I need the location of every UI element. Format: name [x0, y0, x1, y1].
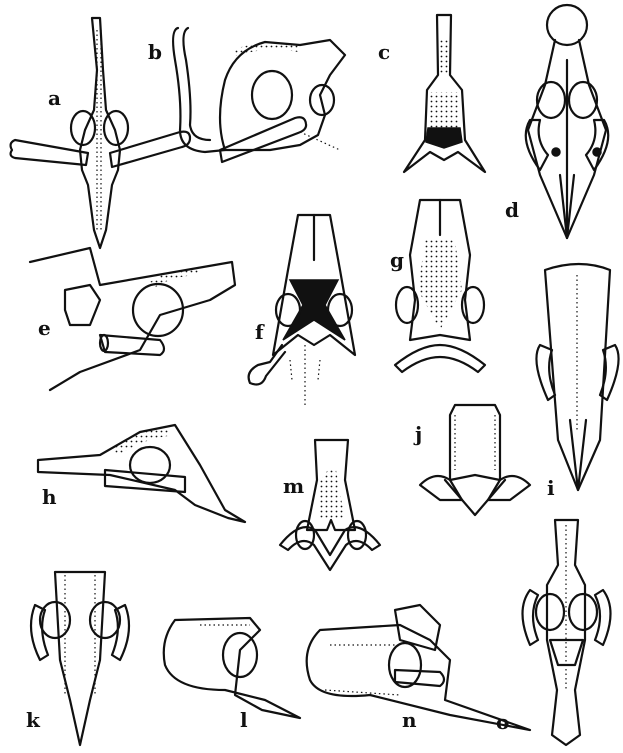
label-d: d: [505, 200, 519, 220]
label-f: f: [255, 322, 264, 342]
drawing-d: [526, 5, 608, 238]
drawing-b: [173, 28, 345, 162]
label-e: e: [38, 318, 51, 338]
label-l: l: [240, 710, 248, 730]
drawing-i: [536, 264, 618, 490]
label-m: m: [283, 476, 304, 496]
label-g: g: [390, 250, 404, 270]
drawing-g: [395, 200, 485, 372]
drawing-k: [31, 572, 129, 745]
label-j: j: [415, 424, 422, 444]
drawing-m: [280, 440, 380, 570]
drawing-c: [404, 15, 485, 172]
drawing-a: [11, 18, 190, 248]
drawing-f: [249, 215, 355, 408]
drawing-o: [523, 520, 611, 745]
label-c: c: [378, 42, 390, 62]
drawing-l: [164, 618, 300, 718]
label-b: b: [148, 42, 162, 62]
label-i: i: [547, 478, 555, 498]
drawing-h: [38, 425, 245, 522]
label-a: a: [48, 88, 61, 108]
label-k: k: [26, 710, 40, 730]
drawing-j: [420, 405, 530, 515]
drawing-e: [30, 248, 235, 390]
label-h: h: [42, 487, 57, 507]
label-n: n: [402, 710, 417, 730]
label-o: o: [496, 712, 509, 732]
